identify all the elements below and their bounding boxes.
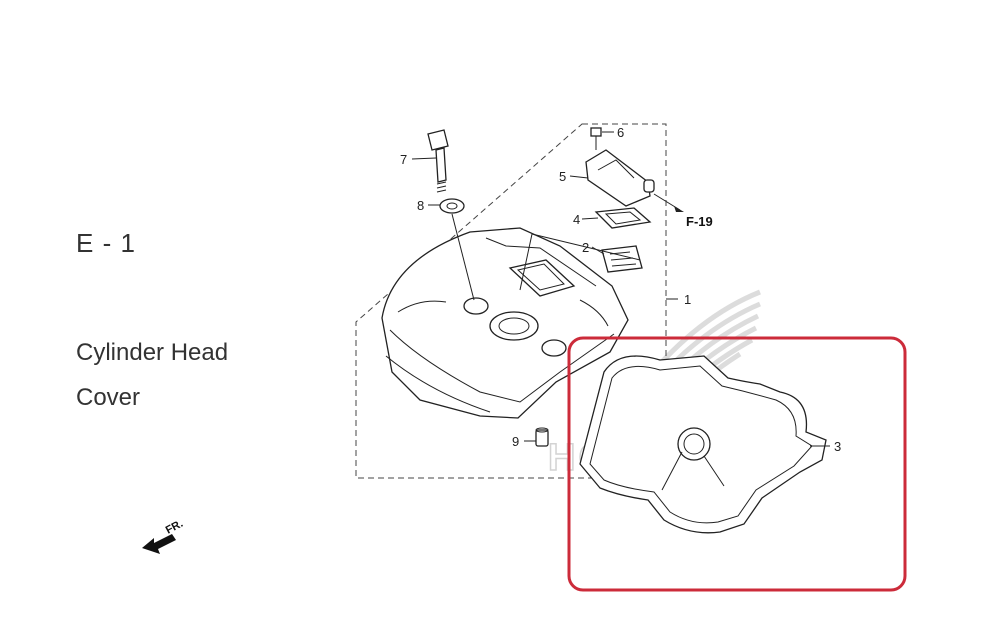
front-direction-arrow: FR. [142,518,185,554]
bolt-6-part [590,127,602,150]
callout-1: 1 [684,292,691,307]
sealing-washer-part [439,198,465,214]
reed-guide-line [519,233,641,291]
head-cover-gasket-part [579,355,827,534]
seal-4-part [594,207,652,229]
callout-5: 5 [559,169,566,184]
callout-2: 2 [582,240,589,255]
callout-8: 8 [417,198,424,213]
cover-bolt-part [427,129,449,193]
gasket-highlight-box [567,336,907,592]
front-direction-label: FR. [164,518,185,537]
page-title-line2: Cover [76,384,141,411]
callout-9: 9 [512,434,519,449]
callout-7: 7 [400,152,407,167]
cylinder-head-cover-part [381,227,629,419]
reference-label: F-19 [686,214,713,229]
bolt-guide-line [451,213,475,301]
page-title-line1: Cylinder Head [76,339,229,366]
section-code: E - 1 [76,228,136,258]
dowel-pin-part [535,427,549,447]
callout-3: 3 [834,439,841,454]
callout-6: 6 [617,125,624,140]
callout-4: 4 [573,212,580,227]
leader-lines [411,131,830,447]
air-valve-cover-part [585,149,655,207]
